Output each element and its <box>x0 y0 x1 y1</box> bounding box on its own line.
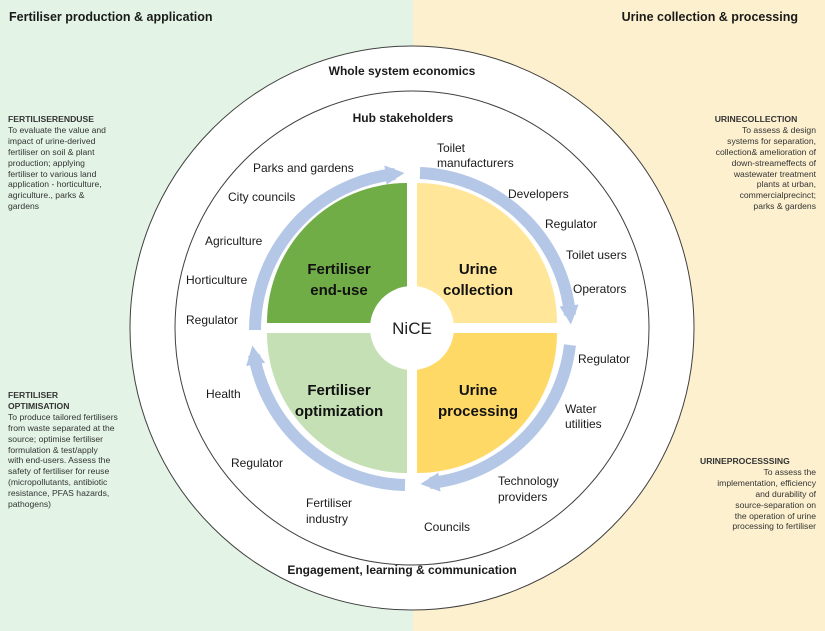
quadrant-title-optimisation-line1: Fertiliser <box>307 382 371 399</box>
quadrant-urine-collection <box>417 183 557 323</box>
quadrant-title-processing-line1: Urine <box>459 382 497 399</box>
stakeholder-label: Regulator <box>186 313 238 327</box>
stakeholder-label: City councils <box>228 190 295 204</box>
stakeholder-label: Councils <box>424 520 470 534</box>
note-fertiliser-enduse: FERTILISERENDUSE To evaluate the value a… <box>8 114 133 212</box>
stakeholder-label: Regulator <box>545 217 597 231</box>
quadrant-urine-processing <box>417 333 557 473</box>
stakeholder-label: Toilet <box>437 141 466 155</box>
quadrant-fertiliser-optimisation <box>267 333 407 473</box>
left-header: Fertiliser production & application <box>9 10 213 24</box>
stakeholder-label: Horticulture <box>186 273 248 287</box>
note-fertiliser-optimisation: FERTILISER OPTIMISATION To produce tailo… <box>8 390 118 510</box>
stakeholder-label: Toilet users <box>566 248 627 262</box>
stakeholder-label: Water <box>565 402 597 416</box>
stakeholder-label: industry <box>306 512 348 526</box>
center-label: NiCE <box>392 319 432 338</box>
right-header: Urine collection & processing <box>621 10 798 24</box>
stakeholder-label: Operators <box>573 282 626 296</box>
quadrant-title-end-use-line2: end-use <box>310 282 368 299</box>
ring-label-economics: Whole system economics <box>329 64 476 78</box>
quadrant-title-collection-line1: Urine <box>459 261 497 278</box>
center-circle <box>370 286 454 370</box>
arrow-collection-to-processing <box>419 167 579 325</box>
stakeholder-label: Agriculture <box>205 234 263 248</box>
stakeholder-label: Parks and gardens <box>253 161 354 175</box>
quadrant-title-collection-line2: collection <box>443 282 513 299</box>
stakeholder-label: Technology <box>498 474 559 488</box>
ring-label-engagement: Engagement, learning & communication <box>287 563 516 577</box>
stakeholder-label: providers <box>498 490 547 504</box>
stakeholder-label: utilities <box>565 417 602 431</box>
stakeholder-label: manufacturers <box>437 156 514 170</box>
ring-label-hub-stakeholders: Hub stakeholders <box>353 111 454 125</box>
quadrant-fertiliser-end-use <box>267 183 407 323</box>
stakeholder-label: Regulator <box>578 352 630 366</box>
quadrant-title-processing-line2: processing <box>438 403 518 420</box>
stakeholder-label: Fertiliser <box>306 496 352 510</box>
note-urine-processing: URINEPROCESSSING To assess the implement… <box>700 456 816 532</box>
note-title: FERTILISERENDUSE <box>8 114 94 124</box>
stakeholder-label: Health <box>206 387 241 401</box>
quadrant-title-end-use-line1: Fertiliser <box>307 261 371 278</box>
stakeholder-label: Developers <box>508 187 569 201</box>
quadrant-title-optimisation-line2: optimization <box>295 403 383 420</box>
arrow-optimisation-to-end-use <box>246 345 406 491</box>
note-urine-collection: URINECOLLECTION To assess & design syste… <box>714 114 816 212</box>
arrow-processing-to-optimisation <box>420 344 576 492</box>
arrow-end-use-to-collection <box>249 165 405 331</box>
stakeholder-label: Regulator <box>231 456 283 470</box>
